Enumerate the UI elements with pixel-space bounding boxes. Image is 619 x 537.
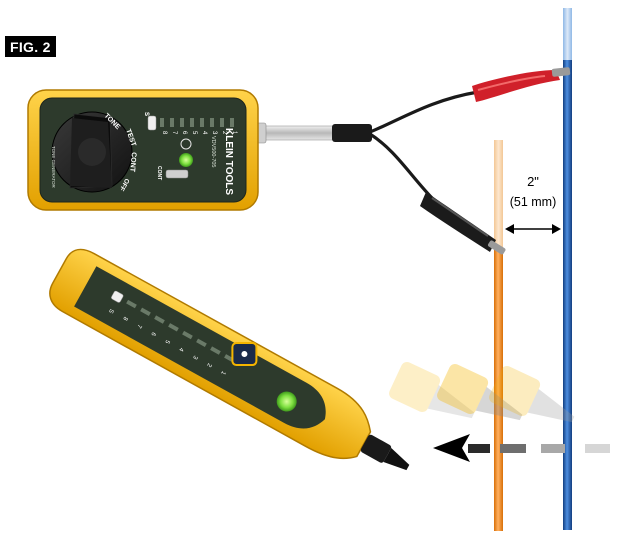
generator-led-number: 5 <box>191 131 197 135</box>
dial-mode-cont: CONT <box>128 152 137 173</box>
probe-led-number: 8 <box>121 315 128 321</box>
generator-led-number: 8 <box>161 131 167 135</box>
dimension-inches: 2" <box>527 174 539 189</box>
generator-led-number: 3 <box>211 131 217 135</box>
generator-brand: KLEIN TOOLS <box>223 128 234 195</box>
probe-green-button <box>276 391 297 412</box>
tone-probe <box>49 248 410 471</box>
probe-led-s: S <box>107 308 114 314</box>
blue-wire <box>563 8 572 530</box>
generator-power-led <box>179 153 193 167</box>
generator-model: VDV500-705 <box>210 136 216 168</box>
dimension-arrow <box>505 224 561 234</box>
generator-led-s: S <box>143 112 149 116</box>
probe-led-number: 7 <box>135 323 142 329</box>
probe-led-number: 1 <box>219 370 226 376</box>
probe-led-number: 3 <box>191 354 198 360</box>
generator-led-number: 7 <box>171 131 177 135</box>
probe-led-number: 6 <box>149 331 156 337</box>
generator-led-number: 4 <box>201 131 207 135</box>
generator-led-number: 6 <box>181 131 187 135</box>
generator-cont-label: CONT <box>156 166 162 180</box>
probe-led-numbers: S 8 7 6 5 4 3 2 1 <box>107 308 226 376</box>
figure-label: FIG. 2 <box>5 36 56 57</box>
probe-led-number: 4 <box>177 346 184 352</box>
orange-wire <box>494 140 503 531</box>
generator-subtitle: TONE GENERATOR <box>51 146 56 189</box>
probe-led-number: 5 <box>163 339 170 345</box>
probe-ghosts <box>389 361 575 423</box>
generator-led-row <box>147 115 234 131</box>
generator-led-number: 2 <box>221 131 227 135</box>
dimension-mm: (51 mm) <box>510 195 557 209</box>
tone-generator <box>27 89 259 211</box>
test-leads <box>369 67 571 255</box>
generator-cable <box>239 122 372 144</box>
probe-led-number: 2 <box>205 362 212 368</box>
generator-led-number: 1 <box>231 131 237 135</box>
motion-arrow <box>433 434 610 462</box>
